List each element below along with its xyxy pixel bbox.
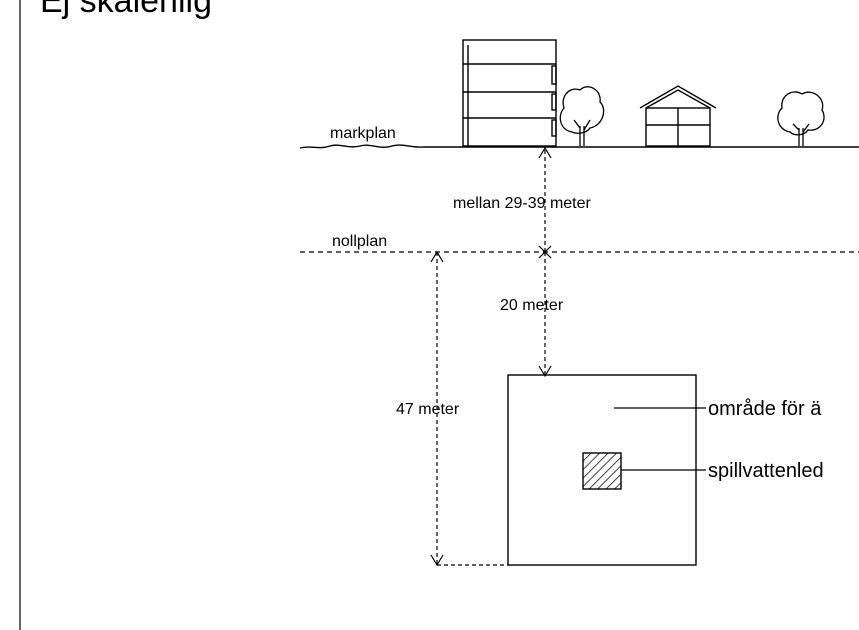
ground-line — [299, 144, 859, 149]
tall-building — [462, 39, 557, 147]
total-depth-label: 47 meter — [396, 401, 460, 418]
depth-to-zero-label: mellan 29-39 meter — [453, 195, 592, 212]
sewer-label: spillvattenled — [708, 460, 824, 482]
tree-left — [559, 86, 605, 146]
small-house — [639, 85, 717, 147]
zero-to-area-label: 20 meter — [500, 297, 564, 314]
tree-right — [777, 91, 825, 146]
dimension-zero-to-area — [538, 252, 552, 378]
diagram-title: Ej skalenlig — [40, 0, 212, 20]
nollplan-label: nollplan — [332, 233, 387, 250]
dimension-total-depth — [430, 250, 508, 567]
sewer-pipe — [582, 452, 622, 490]
markplan-label: markplan — [330, 125, 396, 142]
area-label: område för ä — [708, 398, 822, 420]
